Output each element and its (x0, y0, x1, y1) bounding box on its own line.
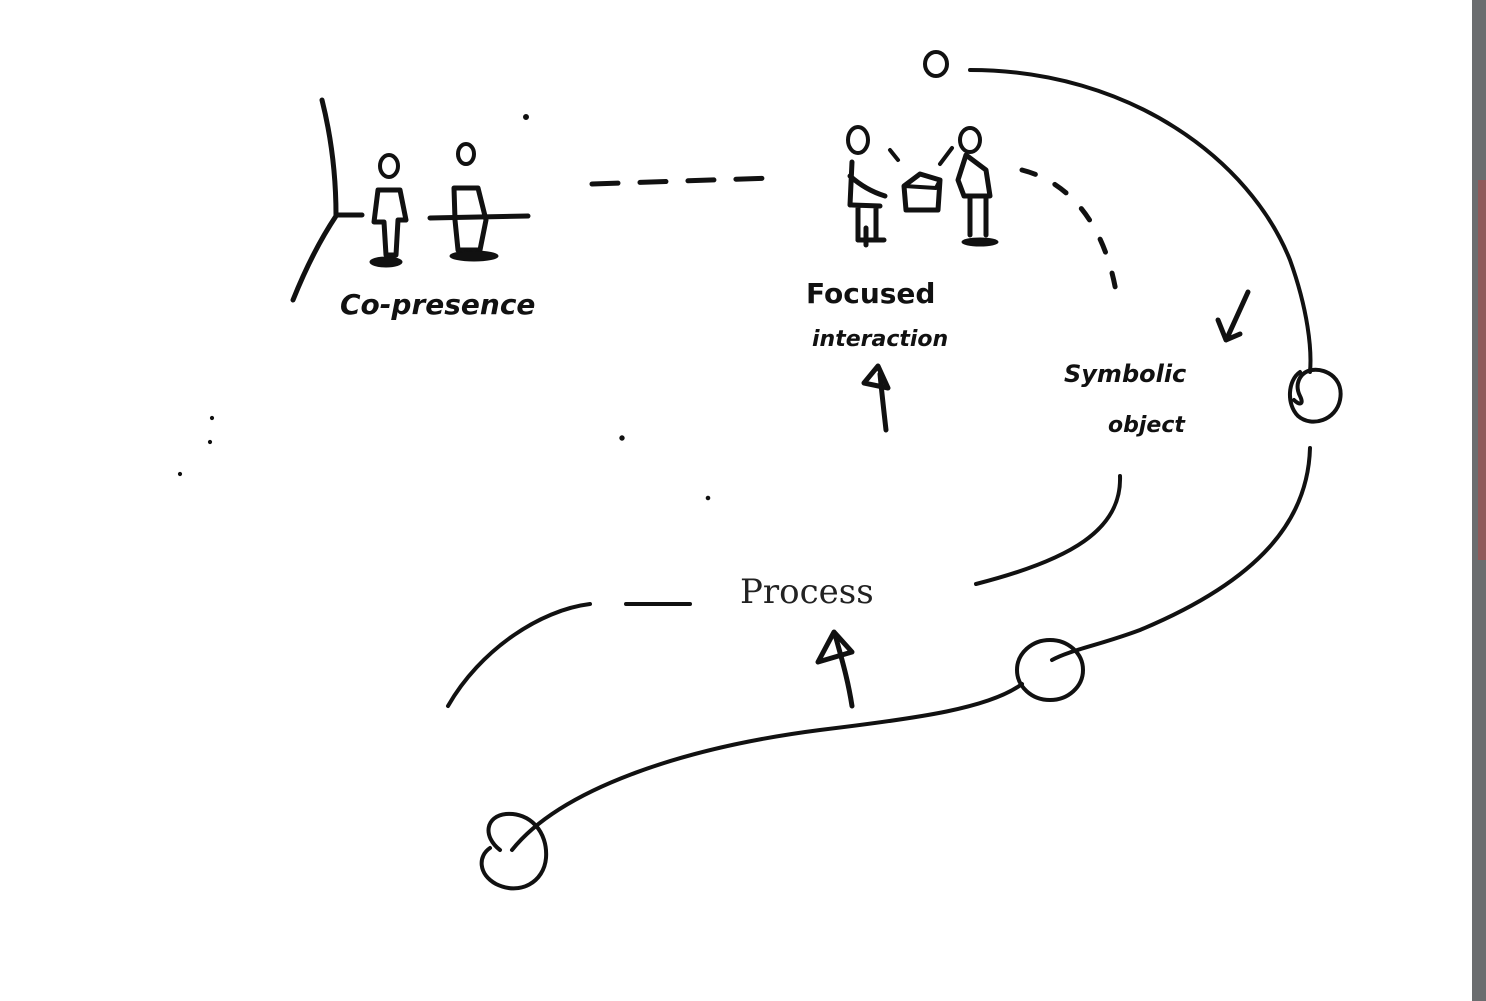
wall-line-vertical (319, 97, 339, 218)
arrow-down-left-head (1215, 317, 1243, 343)
symbolic-object-label-line1: Symbolic (1064, 360, 1186, 388)
table-line (427, 213, 531, 221)
focused-interaction-label-line1: Focused (806, 277, 935, 310)
bottom-node-circle (479, 811, 549, 891)
arrow-up-focused-shaft (877, 371, 889, 433)
focused-interaction-label-line2: interaction (812, 327, 948, 352)
co-presence-label: Co-presence (340, 288, 535, 321)
person-figure-focused-right (955, 126, 999, 247)
dashed-connector-top (589, 175, 775, 187)
arrow-down-left-shaft (1225, 289, 1251, 339)
top-node-circle (923, 50, 949, 78)
shared-object-box (888, 146, 954, 213)
person-figure-left (369, 153, 409, 268)
process-label: Process (740, 572, 874, 612)
process-curves: Process (446, 50, 1343, 891)
middle-node-circle (1015, 638, 1085, 702)
arrow-up-process-head (815, 629, 855, 665)
inner-arc-right (974, 474, 1123, 586)
co-presence-group: Co-presence (290, 97, 535, 321)
paper-edge (1472, 0, 1486, 1001)
wall-line-diagonal (290, 213, 339, 303)
long-s-curve (510, 682, 1024, 852)
right-node-circle (1288, 367, 1343, 424)
person-figure-focused-left (846, 125, 888, 248)
symbolic-object-group: Symbolic object (1064, 289, 1251, 438)
symbolic-object-label-line2: object (1108, 413, 1186, 438)
outer-arc-lower (1050, 446, 1312, 662)
person-figure-right-seated (427, 142, 531, 262)
inner-arc-left (446, 602, 592, 708)
ink-dot (523, 114, 529, 120)
arrow-up-focused-head (861, 363, 891, 391)
ink-specks (177, 415, 711, 501)
dashed-connector-arc (1019, 167, 1121, 308)
focused-interaction-group: Focused interaction (806, 125, 999, 433)
arrow-up-process-shaft (833, 635, 855, 709)
outer-arc-top (968, 68, 1313, 374)
